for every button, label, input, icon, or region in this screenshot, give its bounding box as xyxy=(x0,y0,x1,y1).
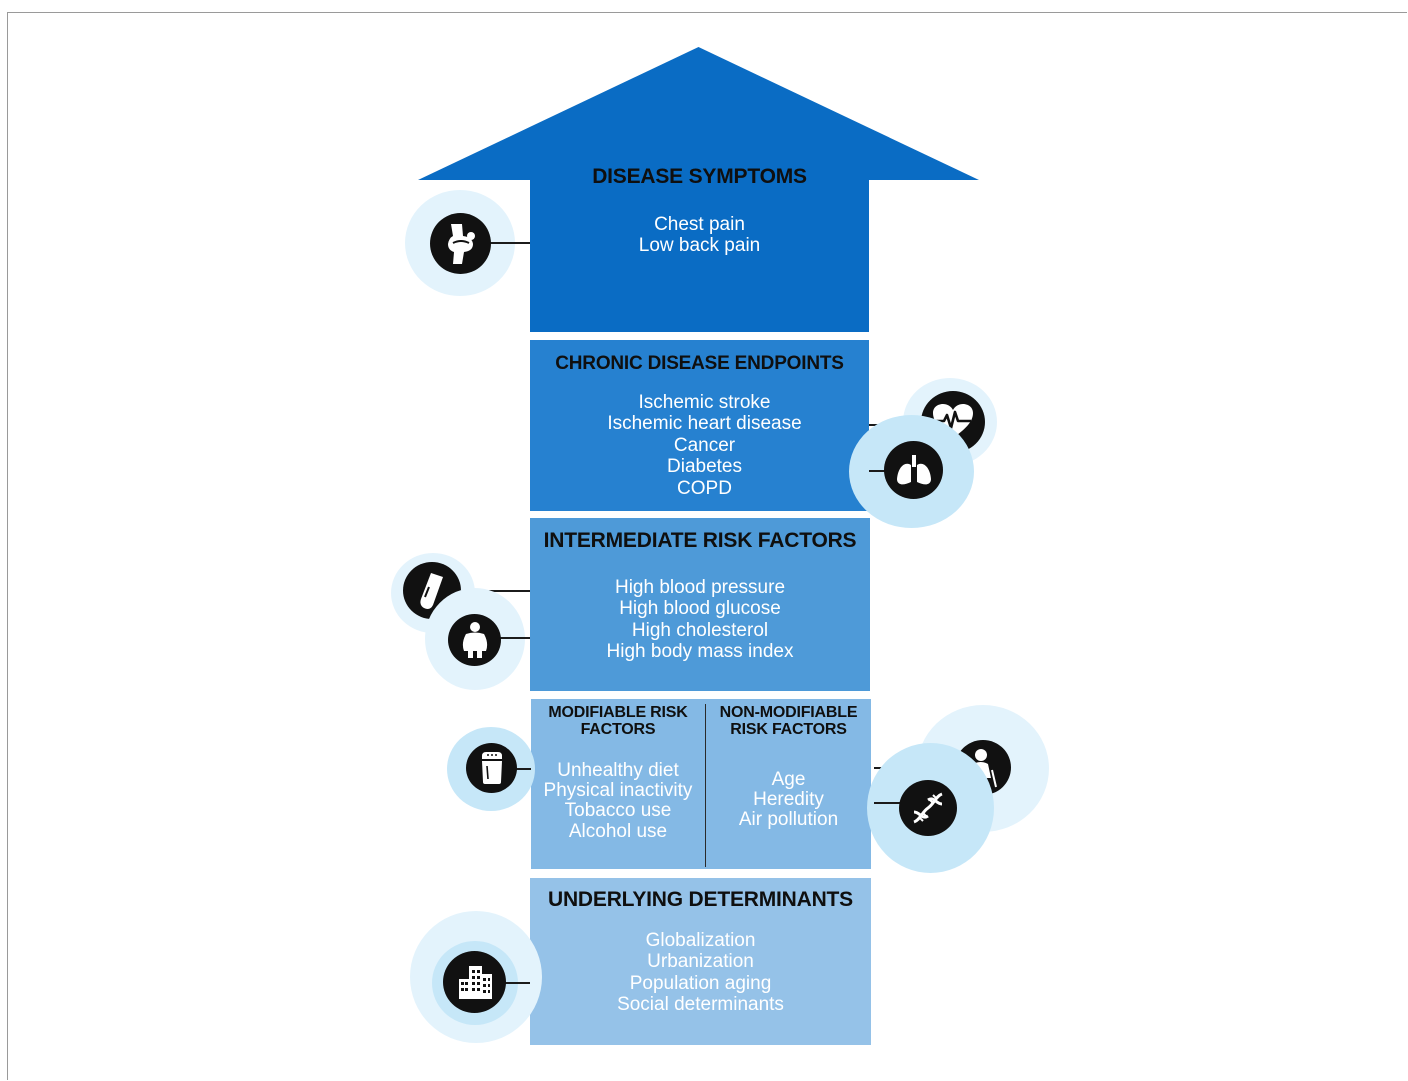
modifiable-title: MODIFIABLE RISK FACTORS xyxy=(531,704,705,738)
knee-joint-icon xyxy=(430,213,491,274)
list-item: Diabetes xyxy=(667,456,742,478)
level-underlying-determinants: UNDERLYING DETERMINANTS Globalization Ur… xyxy=(530,878,871,1045)
list-item: Population aging xyxy=(629,972,772,994)
level-items: Ischemic stroke Ischemic heart disease C… xyxy=(540,392,869,499)
list-item: Air pollution xyxy=(738,809,839,831)
list-item: Urbanization xyxy=(647,951,754,973)
level-chronic-disease-endpoints: CHRONIC DISEASE ENDPOINTS Ischemic strok… xyxy=(530,340,869,511)
salt-connector xyxy=(514,768,531,770)
list-item: High blood pressure xyxy=(614,577,786,598)
list-item: Chest pain xyxy=(654,214,745,235)
list-item: Cancer xyxy=(673,434,736,456)
modifiable-items: Unhealthy diet Physical inactivity Tobac… xyxy=(531,760,705,842)
dna-icon xyxy=(899,780,957,836)
knee-connector xyxy=(490,242,530,244)
level-items: High blood pressure High blood glucose H… xyxy=(530,577,870,663)
column-divider xyxy=(705,704,706,867)
list-item: Physical inactivity xyxy=(543,780,693,802)
list-item: Unhealthy diet xyxy=(557,760,679,781)
level-disease-symptoms: DISEASE SYMPTOMS Chest pain Low back pai… xyxy=(530,165,869,332)
title-line: NON-MODIFIABLE xyxy=(719,704,858,721)
level-intermediate-risk-factors: INTERMEDIATE RISK FACTORS High blood pre… xyxy=(530,518,870,691)
title-line: MODIFIABLE RISK xyxy=(548,704,688,721)
title-line: RISK FACTORS xyxy=(730,721,847,738)
obese-person-icon xyxy=(448,614,501,666)
list-item: Ischemic stroke xyxy=(638,392,771,413)
level-title: DISEASE SYMPTOMS xyxy=(592,165,807,188)
list-item: Age xyxy=(771,769,806,790)
list-item: High blood glucose xyxy=(619,598,781,620)
list-item: High body mass index xyxy=(606,641,794,663)
list-item: Globalization xyxy=(645,930,756,951)
level-title: INTERMEDIATE RISK FACTORS xyxy=(543,529,857,552)
list-item: High cholesterol xyxy=(631,619,769,641)
level-title: CHRONIC DISEASE ENDPOINTS xyxy=(555,353,844,374)
level-items: Globalization Urbanization Population ag… xyxy=(530,930,871,1016)
dna-connector xyxy=(874,802,906,804)
level-title: UNDERLYING DETERMINANTS xyxy=(548,888,853,911)
non-modifiable-title: NON-MODIFIABLE RISK FACTORS xyxy=(706,704,871,738)
list-item: Ischemic heart disease xyxy=(607,413,802,435)
modifiable-risk-factors: MODIFIABLE RISK FACTORS Unhealthy diet P… xyxy=(531,699,705,869)
lungs-connector xyxy=(869,470,889,472)
level-risk-factors: MODIFIABLE RISK FACTORS Unhealthy diet P… xyxy=(531,699,871,869)
list-item: Alcohol use xyxy=(568,820,668,842)
test-tube-icon xyxy=(403,562,461,619)
list-item: Low back pain xyxy=(638,235,761,257)
lungs-icon xyxy=(884,441,943,499)
non-modifiable-items: Age Heredity Air pollution xyxy=(706,769,871,831)
buildings-icon xyxy=(443,951,506,1013)
non-modifiable-risk-factors: NON-MODIFIABLE RISK FACTORS Age Heredity… xyxy=(706,699,871,869)
level-items: Chest pain Low back pain xyxy=(530,214,869,257)
title-line: FACTORS xyxy=(580,721,656,738)
list-item: Tobacco use xyxy=(564,800,672,822)
person-connector xyxy=(490,637,530,639)
list-item: Heredity xyxy=(753,789,824,811)
figure-frame xyxy=(7,12,1407,1080)
list-item: Social determinants xyxy=(617,994,784,1016)
buildings-connector xyxy=(497,982,530,984)
list-item: COPD xyxy=(677,477,732,499)
salt-shaker-icon xyxy=(466,743,517,793)
